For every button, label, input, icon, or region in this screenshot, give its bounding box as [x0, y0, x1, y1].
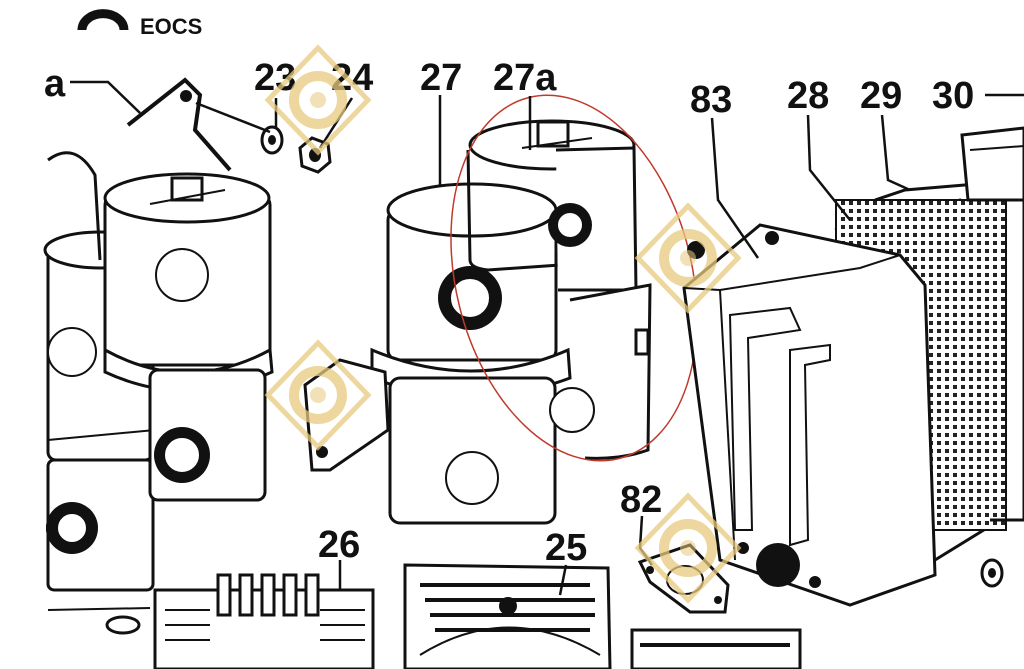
- label-82: 82: [620, 479, 662, 521]
- bolt-leader: [195, 101, 271, 134]
- leader-a: [70, 80, 141, 114]
- leader-29: [880, 114, 911, 192]
- header-text: EOCS: [140, 14, 202, 39]
- leader-28: [806, 114, 851, 221]
- logo-watermark-icon: [264, 44, 742, 604]
- filter-27: [303, 182, 572, 525]
- label-26: 26: [318, 524, 360, 566]
- filter-left-bracket: [103, 77, 274, 502]
- leader-25: [558, 564, 568, 596]
- label-29: 29: [860, 75, 902, 117]
- plate-29: [874, 178, 1024, 522]
- plate-25: [403, 563, 612, 669]
- label-28: 28: [787, 75, 829, 117]
- grille-26: [47, 573, 375, 669]
- label-25: 25: [545, 527, 587, 569]
- washer-right: [980, 558, 1004, 588]
- leader-24: [318, 97, 354, 149]
- label-83: 83: [690, 79, 732, 121]
- filter-27a: [466, 119, 652, 460]
- header-logo: EOCS: [77, 9, 202, 39]
- cap-30: [960, 126, 1024, 202]
- lower-right-part: [630, 628, 802, 669]
- washer-23: [260, 125, 284, 155]
- label-30: 30: [932, 75, 974, 117]
- label-27a: 27a: [493, 57, 557, 99]
- oil-cooler-83: [682, 198, 1007, 607]
- label-a: a: [44, 63, 66, 105]
- leader-83: [710, 117, 760, 259]
- label-27: 27: [420, 57, 462, 99]
